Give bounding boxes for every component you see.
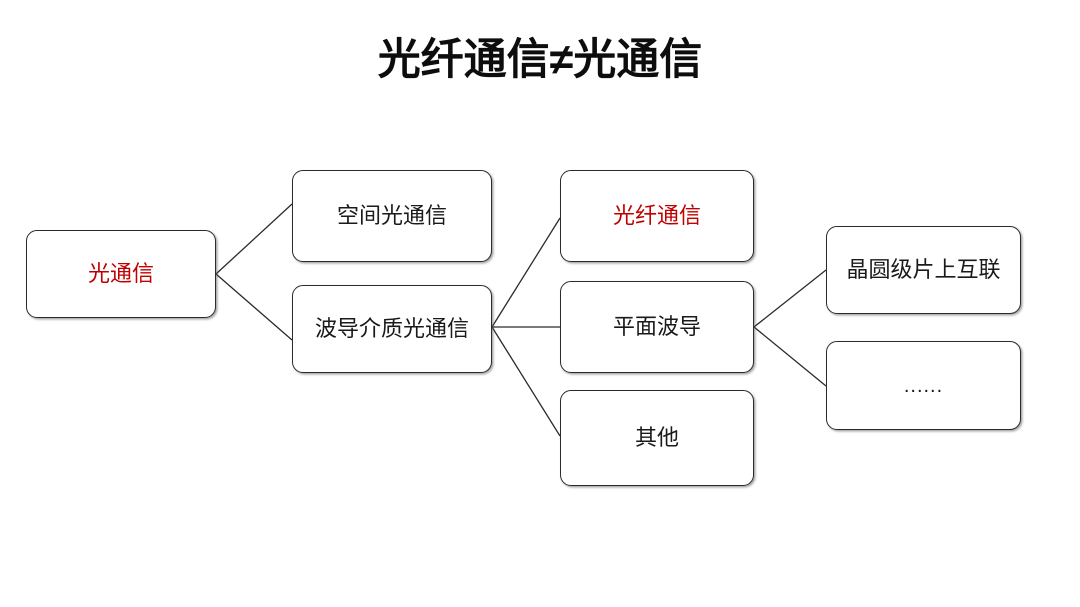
diagram-node-n7[interactable]: 晶圆级片上互联: [826, 226, 1021, 314]
diagram-node-n1[interactable]: 光通信: [26, 230, 216, 318]
diagram-node-label: 空间光通信: [336, 202, 447, 228]
diagram-node-label: 光纤通信: [612, 202, 701, 228]
diagram-node-label: 光通信: [87, 260, 154, 286]
connector-n5-to-n7: [753, 269, 827, 328]
diagram-node-n2[interactable]: 空间光通信: [292, 170, 492, 262]
diagram-node-label: 波导介质光通信: [314, 315, 469, 341]
connector-n3-to-n6: [491, 326, 561, 437]
diagram-node-n3[interactable]: 波导介质光通信: [292, 285, 492, 373]
diagram-node-label: 其他: [634, 424, 679, 450]
diagram-node-label: 晶圆级片上互联: [846, 256, 1001, 282]
diagram-node-label: 平面波导: [612, 313, 701, 339]
connector-n5-to-n8: [753, 326, 827, 387]
connector-n3-to-n4: [491, 217, 561, 328]
diagram-node-n8[interactable]: ......: [826, 341, 1021, 430]
diagram-node-label: ......: [903, 374, 944, 397]
diagram-node-n6[interactable]: 其他: [560, 390, 754, 486]
page-title: 光纤通信≠光通信: [377, 36, 703, 84]
diagram-node-n4[interactable]: 光纤通信: [560, 170, 754, 262]
connector-n1-to-n3: [215, 273, 293, 341]
diagram-node-n5[interactable]: 平面波导: [560, 281, 754, 373]
connector-n1-to-n2: [215, 203, 293, 275]
